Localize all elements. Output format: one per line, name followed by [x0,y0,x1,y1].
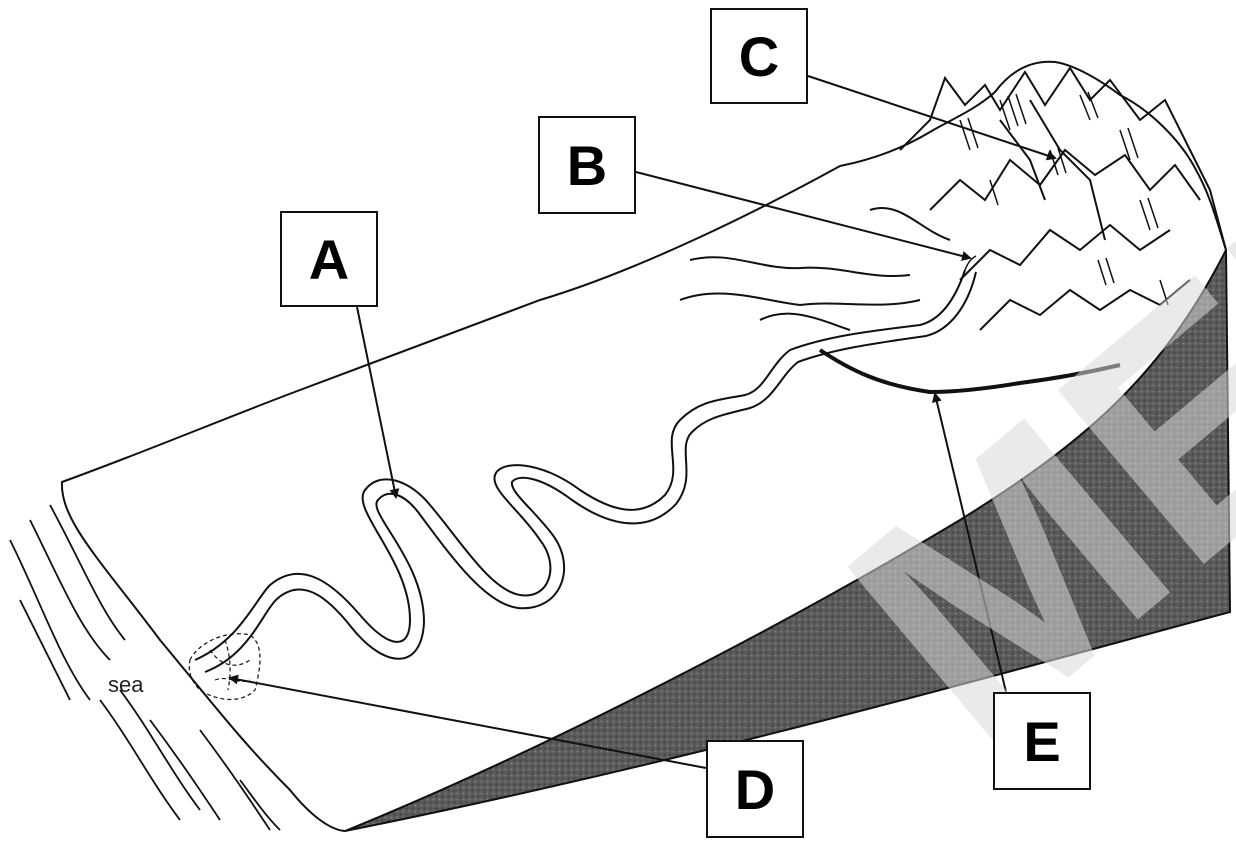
sea-label: sea [108,672,143,698]
label-a: A [280,211,378,307]
label-b: B [538,116,636,214]
label-c: C [710,8,808,104]
label-e: E [993,692,1091,790]
label-d: D [706,740,804,838]
